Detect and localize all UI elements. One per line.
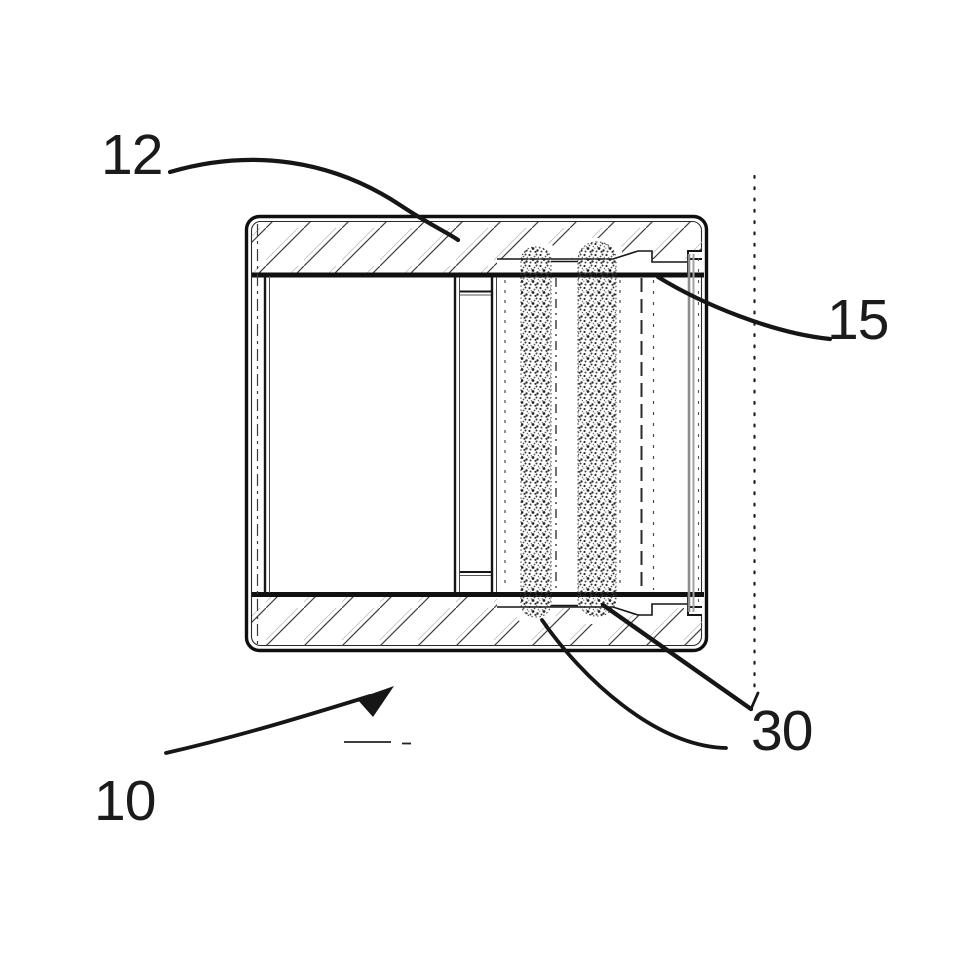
leader-30-curved <box>540 618 728 750</box>
arrowhead-10 <box>357 686 394 717</box>
ref-label-assembly: 10 <box>94 769 156 833</box>
seal-band-2 <box>577 241 617 617</box>
ref-label-sleeve: 15 <box>827 288 889 352</box>
bore-cavity <box>453 277 460 592</box>
ref-label-seals: 30 <box>751 699 813 763</box>
underscore-marks <box>344 741 411 745</box>
seal-band-1 <box>520 246 552 618</box>
retention-slot <box>460 290 492 576</box>
ref-label-body: 12 <box>101 123 163 187</box>
leader-10-arrow <box>164 686 394 755</box>
outer-body <box>244 214 709 653</box>
leader-15 <box>655 274 833 342</box>
left-rim <box>256 224 270 644</box>
inner-sleeve <box>490 254 700 612</box>
leader-30-straight <box>600 602 760 712</box>
leader-12 <box>167 157 461 243</box>
